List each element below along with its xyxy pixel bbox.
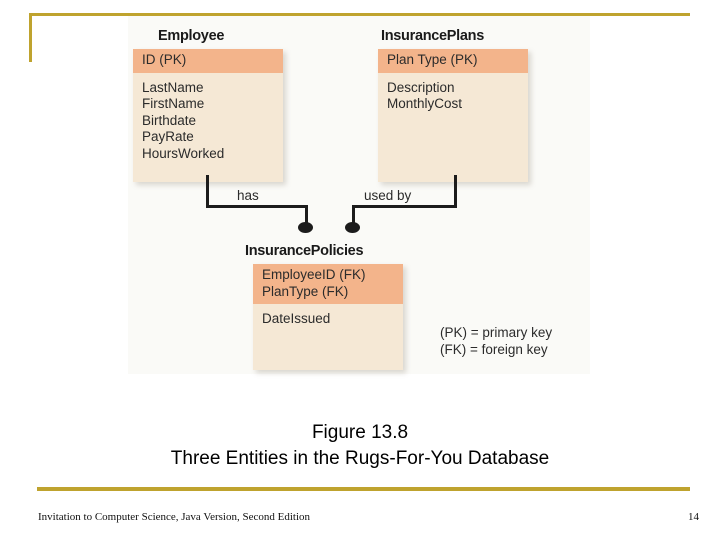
figure-legend: (PK) = primary key (FK) = foreign key: [440, 324, 552, 358]
entity-field: PlanType (FK): [262, 283, 349, 299]
entity-field: Description: [387, 79, 455, 95]
entity-attr-band-insurance-policies: DateIssued: [253, 304, 403, 370]
figure-caption-title: Three Entities in the Rugs-For-You Datab…: [170, 448, 550, 469]
entity-box-employee: ID (PK) LastName FirstName Birthdate Pay…: [133, 49, 283, 182]
connector-line-used-by-horizontal: [352, 205, 457, 208]
entity-key-band-insurance-plans: Plan Type (PK): [378, 49, 528, 73]
footer-source-text: Invitation to Computer Science, Java Ver…: [38, 511, 310, 523]
footer-page-number: 14: [688, 511, 699, 523]
entity-field: EmployeeID (FK): [262, 267, 366, 282]
entity-field: Birthdate: [142, 112, 197, 128]
connector-line-employee-vertical: [206, 175, 209, 208]
entity-title-insurance-plans: InsurancePlans: [381, 28, 484, 44]
entity-field: Plan Type (PK): [387, 52, 478, 67]
figure-caption-number: Figure 13.8: [311, 422, 409, 443]
entity-box-insurance-policies: EmployeeID (FK) PlanType (FK) DateIssued: [253, 264, 403, 370]
header-accent-rule-horizontal: [29, 13, 690, 16]
legend-item-foreign-key: (FK) = foreign key: [440, 342, 548, 357]
connector-line-insurance-plans-vertical: [454, 175, 457, 208]
entity-title-insurance-policies: InsurancePolicies: [245, 243, 364, 259]
entity-field: FirstName: [142, 96, 205, 111]
entity-field: LastName: [142, 79, 204, 95]
connector-line-has-horizontal: [206, 205, 308, 208]
connector-line-has-drop: [305, 205, 308, 227]
relationship-label-has: has: [237, 188, 259, 203]
entity-field: MonthlyCost: [387, 96, 463, 111]
entity-field: HoursWorked: [142, 145, 225, 161]
relationship-label-used-by: used by: [364, 188, 412, 203]
entity-title-employee: Employee: [158, 28, 225, 44]
legend-item-primary-key: (PK) = primary key: [440, 325, 553, 340]
entity-field: ID (PK): [142, 52, 187, 67]
connector-line-used-by-drop: [352, 205, 355, 227]
entity-key-band-employee: ID (PK): [133, 49, 283, 73]
entity-attr-band-employee: LastName FirstName Birthdate PayRate Hou…: [133, 72, 283, 182]
entity-box-insurance-plans: Plan Type (PK) Description MonthlyCost: [378, 49, 528, 182]
entity-attr-band-insurance-plans: Description MonthlyCost: [378, 72, 528, 182]
connector-endpoint-dot-has: [298, 222, 313, 233]
entity-field: PayRate: [142, 129, 194, 144]
entity-key-band-insurance-policies: EmployeeID (FK) PlanType (FK): [253, 264, 403, 304]
header-accent-rule-vertical: [29, 13, 32, 62]
connector-endpoint-dot-used-by: [345, 222, 360, 233]
entity-field: DateIssued: [262, 311, 331, 326]
figure-caption: Figure 13.8 Three Entities in the Rugs-F…: [0, 420, 720, 472]
footer-accent-rule: [37, 487, 690, 491]
